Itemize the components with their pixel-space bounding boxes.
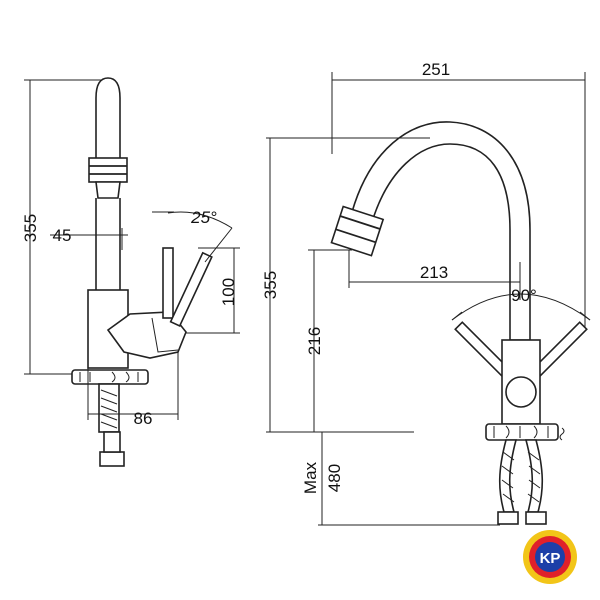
side-lever-tilted — [169, 251, 213, 327]
side-spout-tube — [95, 77, 121, 161]
front-spout-label: 213 — [420, 263, 448, 282]
front-rotation-arc — [451, 293, 591, 321]
side-handle-label: 100 — [219, 278, 238, 306]
logo-blue-core — [535, 542, 565, 572]
front-rotation-label: 90° — [511, 286, 537, 305]
front-height-label: 355 — [261, 271, 280, 299]
front-flange-break — [559, 427, 565, 441]
front-handle-hub — [505, 376, 537, 408]
front-view: 251 213 355 216 90° — [261, 60, 591, 526]
front-hose-right-nut — [525, 511, 547, 525]
side-lever-tilted-group — [169, 251, 213, 327]
front-hose-max-label: Max — [301, 461, 320, 494]
side-handle-housing — [106, 311, 187, 359]
front-aerator-band-2 — [335, 228, 377, 244]
side-handle-housing-facet — [151, 317, 179, 353]
side-height-label: 355 — [21, 214, 40, 242]
front-hose-right — [524, 439, 544, 513]
side-reach-label: 86 — [134, 409, 153, 428]
front-body — [501, 339, 541, 425]
side-angle-leader — [204, 227, 233, 263]
front-aerator-head — [330, 205, 385, 257]
side-aerator-nozzle — [95, 181, 121, 199]
front-hose-left-nut — [497, 511, 519, 525]
side-mounting-flange — [71, 369, 149, 385]
side-aerator-head — [88, 157, 128, 183]
front-body-label: 216 — [305, 327, 324, 355]
side-hose-nut — [99, 451, 125, 467]
front-hose-left-braid — [501, 451, 515, 503]
front-mounting-flange — [485, 423, 559, 441]
front-flange-detail — [493, 425, 549, 439]
side-angle-arc — [167, 211, 233, 229]
side-hose-fitting — [103, 431, 121, 453]
front-aerator-band — [339, 215, 381, 230]
front-rotation-arrow-right — [579, 311, 591, 321]
front-aerator-group — [330, 205, 385, 257]
side-flange-detail — [79, 371, 139, 383]
side-hose-braid — [100, 389, 118, 429]
side-angle-label: 25° — [190, 208, 217, 227]
kp-logo: KP — [523, 530, 577, 584]
front-rotation-arrow-left — [451, 311, 463, 321]
logo-text: KP — [540, 550, 561, 567]
front-width-label: 251 — [422, 60, 450, 79]
front-hose-label: 480 — [325, 464, 344, 492]
side-view: 355 45 25° 100 — [21, 77, 240, 467]
side-aerator-label: 45 — [53, 226, 72, 245]
front-hose-right-braid — [527, 451, 541, 503]
side-lever-vertical — [162, 247, 174, 319]
